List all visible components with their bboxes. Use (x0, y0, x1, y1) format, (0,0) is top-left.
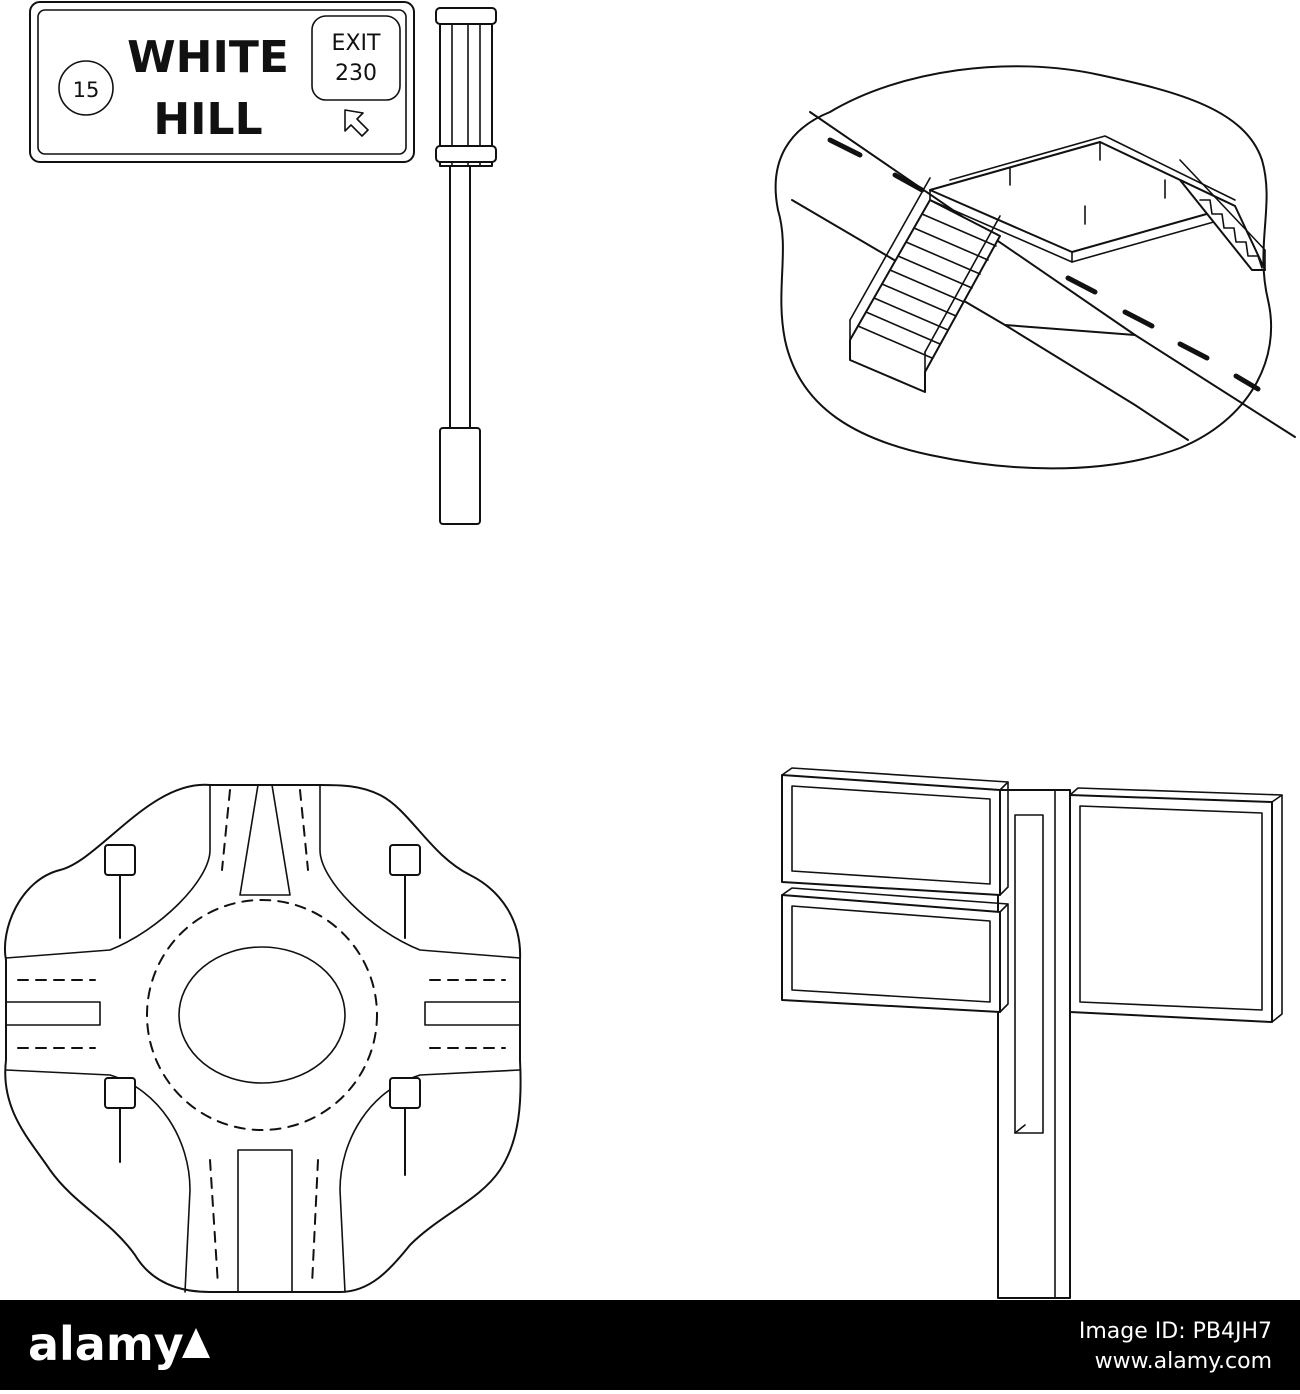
exit-box (311, 15, 401, 101)
exit-label: EXIT (332, 31, 381, 56)
brand-logo-mark (182, 1328, 210, 1358)
image-id: Image ID: PB4JH7 (1079, 1319, 1272, 1344)
signboards-icon (781, 767, 1283, 1299)
sign-pole-base (439, 427, 481, 525)
sign-bracket (439, 7, 493, 167)
highway-sign-icon: 15 WHITE HILL EXIT 230 (29, 1, 497, 525)
brand-logo: alamy (28, 1317, 184, 1371)
sign-pole (449, 159, 471, 431)
sign-title-line2: HILL (153, 94, 262, 145)
route-circle (58, 60, 114, 116)
pedestrian-overpass-icon (774, 65, 1296, 470)
ground-blob (774, 65, 1273, 470)
website-url: www.alamy.com (1095, 1349, 1272, 1374)
sign-title-line1: WHITE (127, 32, 289, 83)
roundabout-island (178, 946, 346, 1084)
roundabout-icon (4, 783, 522, 1293)
illustration-canvas: 15 WHITE HILL EXIT 230 (4, 1, 1296, 1299)
sign-board (29, 1, 415, 163)
roundabout-ground (4, 783, 522, 1293)
route-number: 15 (73, 78, 100, 102)
footer-graphics: alamy Image ID: PB4JH7 www.alamy.com (28, 1317, 1272, 1374)
arrow-down-left-icon (344, 109, 369, 137)
exit-number: 230 (335, 61, 377, 86)
road-icons-illustration: 15 WHITE HILL EXIT 230 (4, 1, 1296, 1299)
signboard-post (997, 789, 1071, 1299)
stock-footer-bar: alamy Image ID: PB4JH7 www.alamy.com (0, 1300, 1300, 1390)
